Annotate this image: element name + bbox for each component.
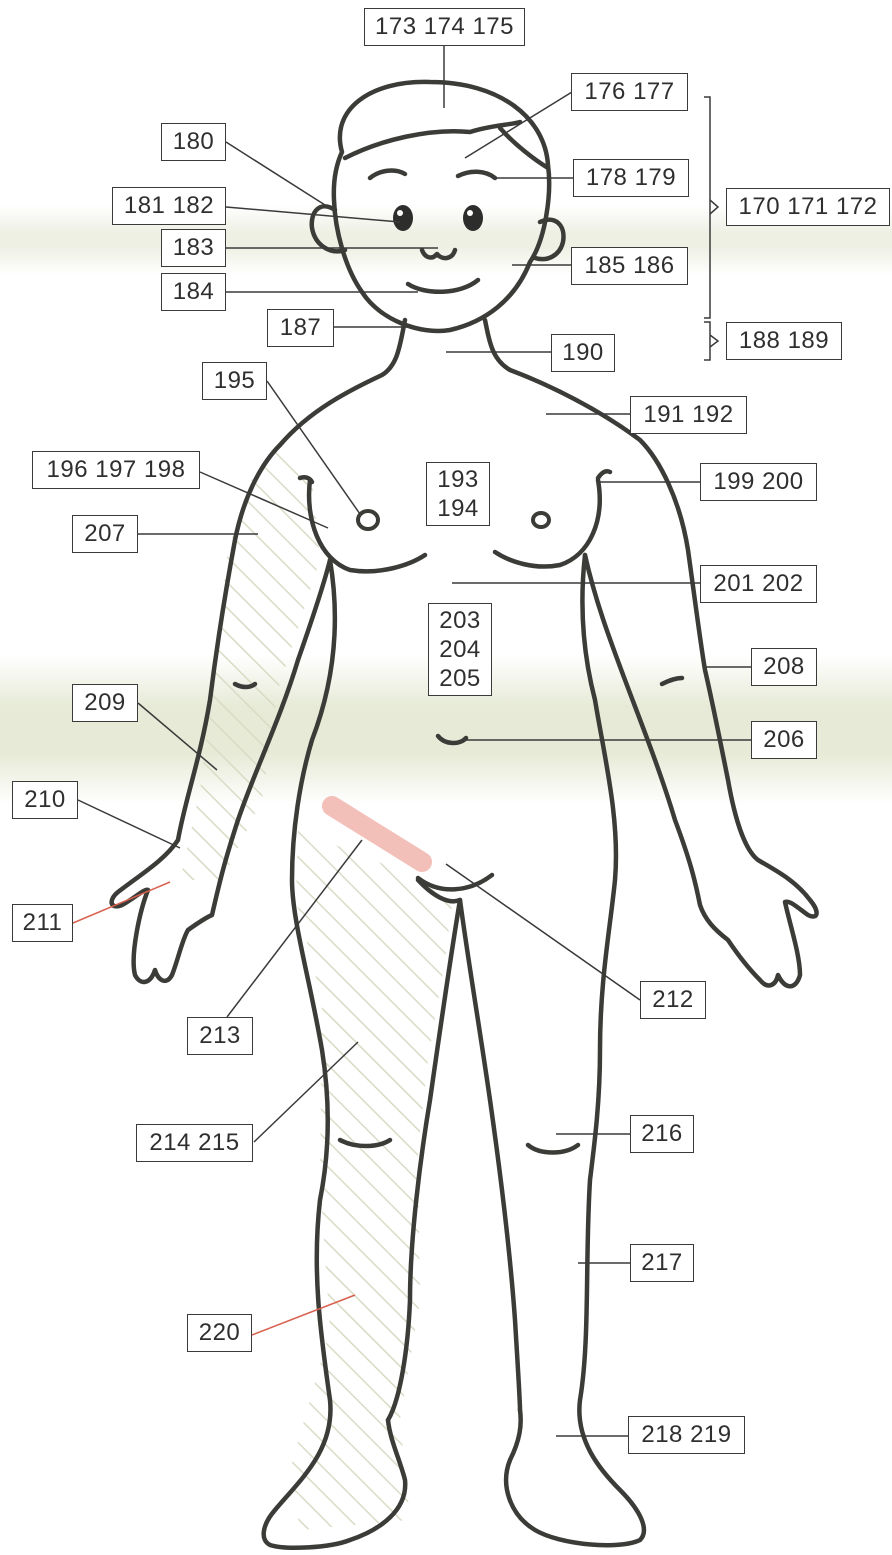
label-neck: 188 189 xyxy=(726,322,842,360)
label-ankle: 218 219 xyxy=(628,1416,745,1454)
label-face: 170 171 172 xyxy=(726,188,890,226)
label-breast: 196 197 198 xyxy=(32,451,200,489)
right-eye xyxy=(463,205,483,231)
left-nipple xyxy=(358,511,378,529)
label-elbow: 208 xyxy=(751,648,817,686)
label-ear: 180 xyxy=(161,123,226,161)
label-groin: 213 xyxy=(187,1017,253,1055)
right-nipple xyxy=(533,513,549,527)
label-head: 173 174 175 xyxy=(364,8,525,46)
hatch-right-leg xyxy=(290,830,452,1530)
armpit-right xyxy=(598,471,610,478)
label-belly: 203 204 205 xyxy=(428,603,492,696)
label-shin: 217 xyxy=(630,1244,694,1282)
label-wrist: 210 xyxy=(12,781,78,819)
nose-outline xyxy=(422,250,455,258)
label-chest: 193 194 xyxy=(426,462,490,526)
right-elbow xyxy=(662,678,682,684)
label-hairline: 176 177 xyxy=(571,73,688,111)
label-neck-front: 190 xyxy=(551,334,615,372)
label-cheek: 185 186 xyxy=(571,247,688,285)
label-chest-line-2: 194 xyxy=(437,494,479,523)
label-forearm: 209 xyxy=(72,684,138,722)
label-nose: 183 xyxy=(161,229,226,267)
label-mouth: 184 xyxy=(161,273,226,311)
label-belly-line-1: 203 xyxy=(439,606,481,635)
label-knee: 216 xyxy=(630,1115,694,1153)
label-palm: 211 xyxy=(12,904,73,942)
torso-right xyxy=(585,440,817,986)
label-jaw: 187 xyxy=(267,309,334,347)
label-crotch: 212 xyxy=(640,981,706,1019)
label-nipple: 195 xyxy=(202,362,267,400)
left-eye xyxy=(393,205,413,231)
label-belly-line-3: 205 xyxy=(439,664,481,693)
label-belly-line-2: 204 xyxy=(439,635,481,664)
label-eye: 181 182 xyxy=(112,187,226,225)
label-armpit: 199 200 xyxy=(700,463,817,501)
label-upper-arm: 207 xyxy=(72,515,138,553)
mouth-outline xyxy=(408,280,478,292)
navel-mark xyxy=(438,736,466,743)
label-calf: 220 xyxy=(187,1314,252,1352)
label-chest-line-1: 193 xyxy=(437,465,479,494)
right-side xyxy=(506,555,644,1545)
label-navel: 206 xyxy=(751,721,817,759)
label-abdomen: 201 202 xyxy=(700,565,817,603)
left-breast xyxy=(309,480,425,571)
inner-leg-right xyxy=(460,900,520,1410)
label-thigh: 214 215 xyxy=(136,1124,253,1162)
label-eyebrow: 178 179 xyxy=(573,159,689,197)
label-shoulder: 191 192 xyxy=(630,396,747,434)
right-knee xyxy=(528,1145,578,1153)
left-eyebrow xyxy=(370,171,405,178)
right-eyebrow xyxy=(458,172,495,178)
